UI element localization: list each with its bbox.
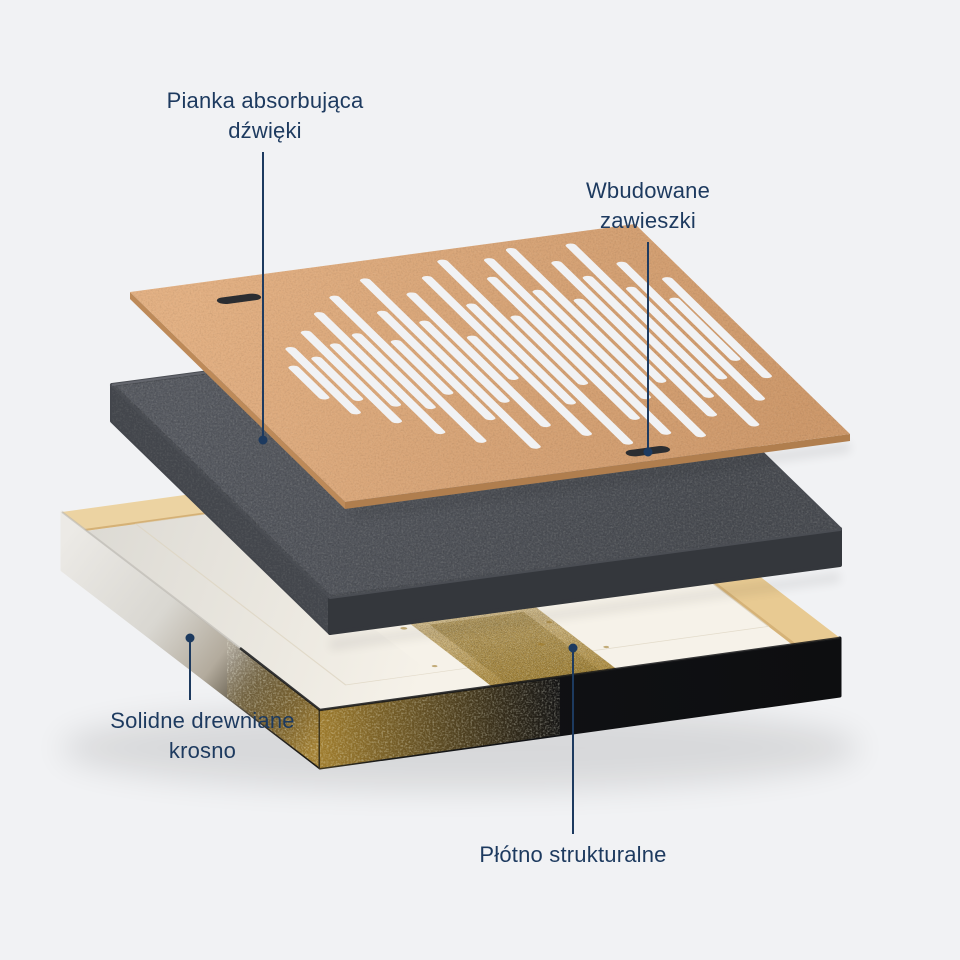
label-hangers-line1: Wbudowane [585, 178, 711, 203]
label-frame-line1: Solidne drewniane [110, 708, 295, 733]
callout-lines [185, 152, 653, 834]
label-hangers: Wbudowane zawieszki [498, 176, 798, 236]
board-edge-left [130, 292, 345, 509]
label-foam-line2: dźwięki [228, 118, 302, 143]
label-frame-line2: krosno [168, 738, 237, 763]
leader-dot-canvas [568, 643, 578, 653]
label-foam: Pianka absorbująca dźwięki [90, 86, 440, 146]
board-edge-right [345, 434, 850, 509]
label-frame: Solidne drewniane krosno [40, 706, 365, 766]
label-foam-line1: Pianka absorbująca [166, 88, 364, 113]
label-canvas: Płótno strukturalne [398, 840, 748, 870]
label-canvas-line1: Płótno strukturalne [479, 842, 667, 867]
leader-dot-foam [258, 435, 268, 445]
leader-dot-frame [185, 633, 195, 643]
label-hangers-line2: zawieszki [600, 208, 696, 233]
perforated-board-layer [130, 224, 850, 509]
leader-dot-hangers [643, 447, 653, 457]
soundwave-slots [285, 243, 772, 449]
